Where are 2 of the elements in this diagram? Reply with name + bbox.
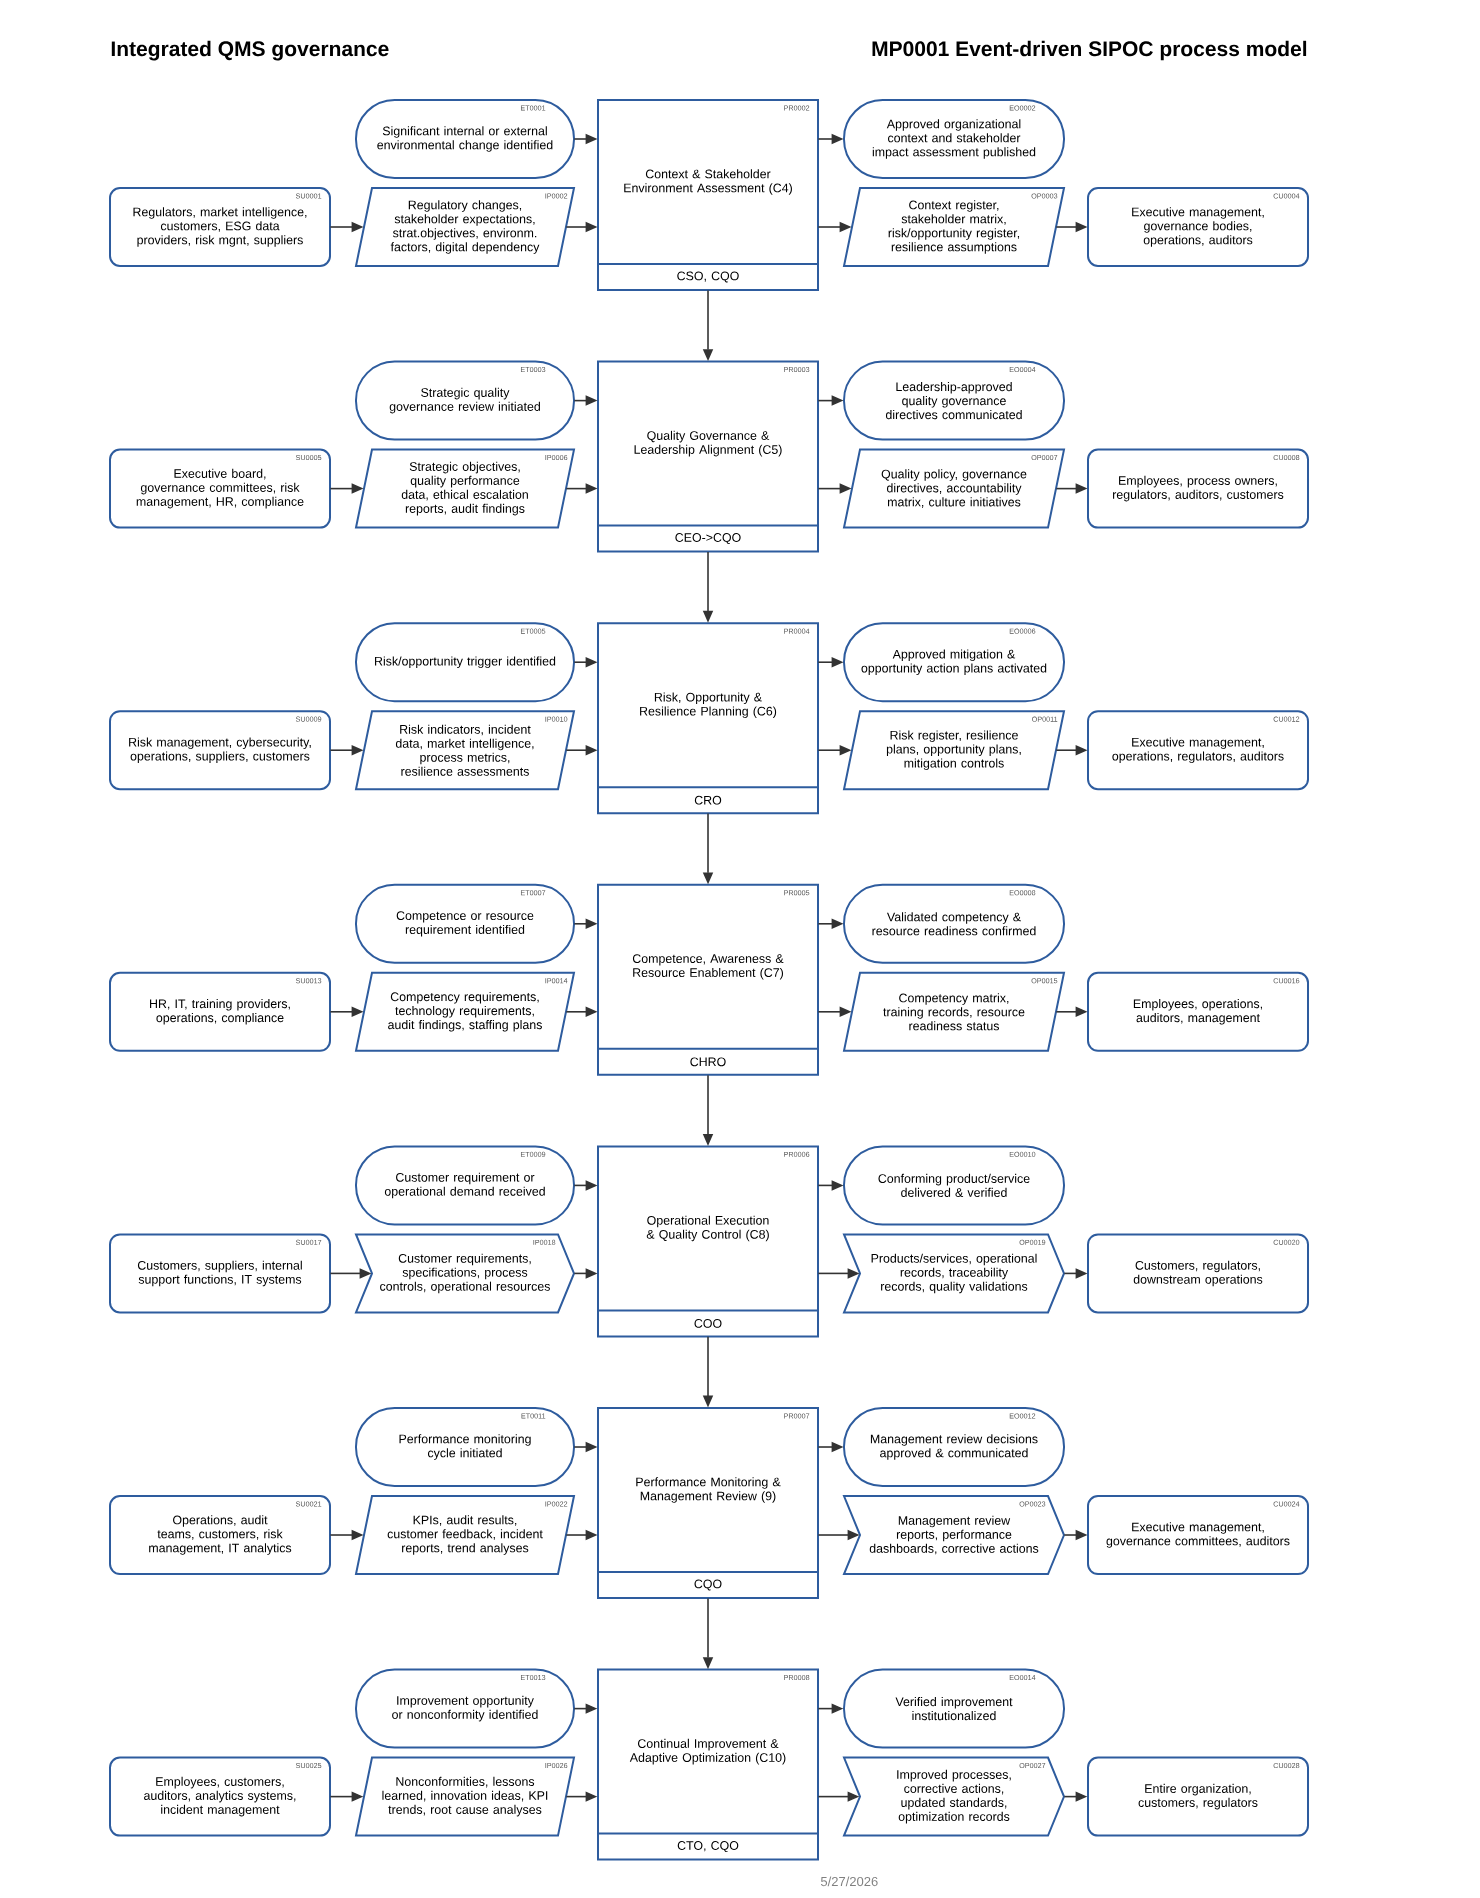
diagram-title: MP0001 Event-driven SIPOC process model bbox=[872, 40, 1307, 61]
heading: Integrated QMS governance bbox=[111, 40, 389, 61]
